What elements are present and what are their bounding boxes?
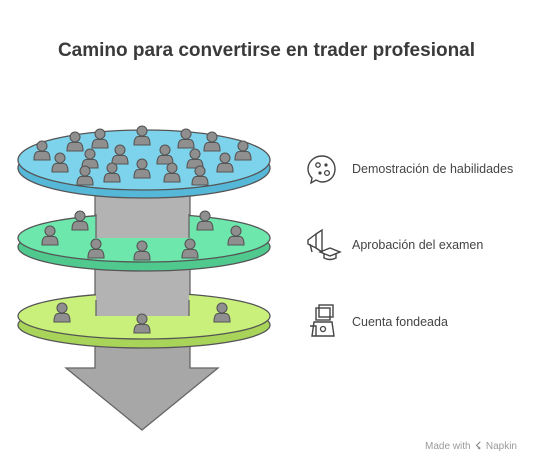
disc-cuenta-fondeada (17, 292, 271, 349)
money-bag-icon (310, 304, 335, 337)
level-label-aprobacion: Aprobación del examen (352, 238, 484, 252)
graduation-megaphone-icon (307, 228, 342, 261)
idea-dots-icon (307, 155, 336, 185)
made-with-text: Made with (424, 441, 471, 452)
page-title: Camino para convertirse en trader profes… (57, 40, 476, 61)
napkin-logo-icon: ☇ (475, 441, 482, 452)
level-label-cuenta: Cuenta fondeada (352, 315, 448, 329)
disc-demostracion-habilidades (17, 125, 271, 199)
made-with-napkin-footer[interactable]: Made with ☇ Napkin (425, 441, 517, 452)
napkin-brand-text: Napkin (485, 441, 517, 452)
disc-aprobacion-examen (17, 210, 271, 272)
level-label-demostracion: Demostración de habilidades (352, 162, 514, 176)
